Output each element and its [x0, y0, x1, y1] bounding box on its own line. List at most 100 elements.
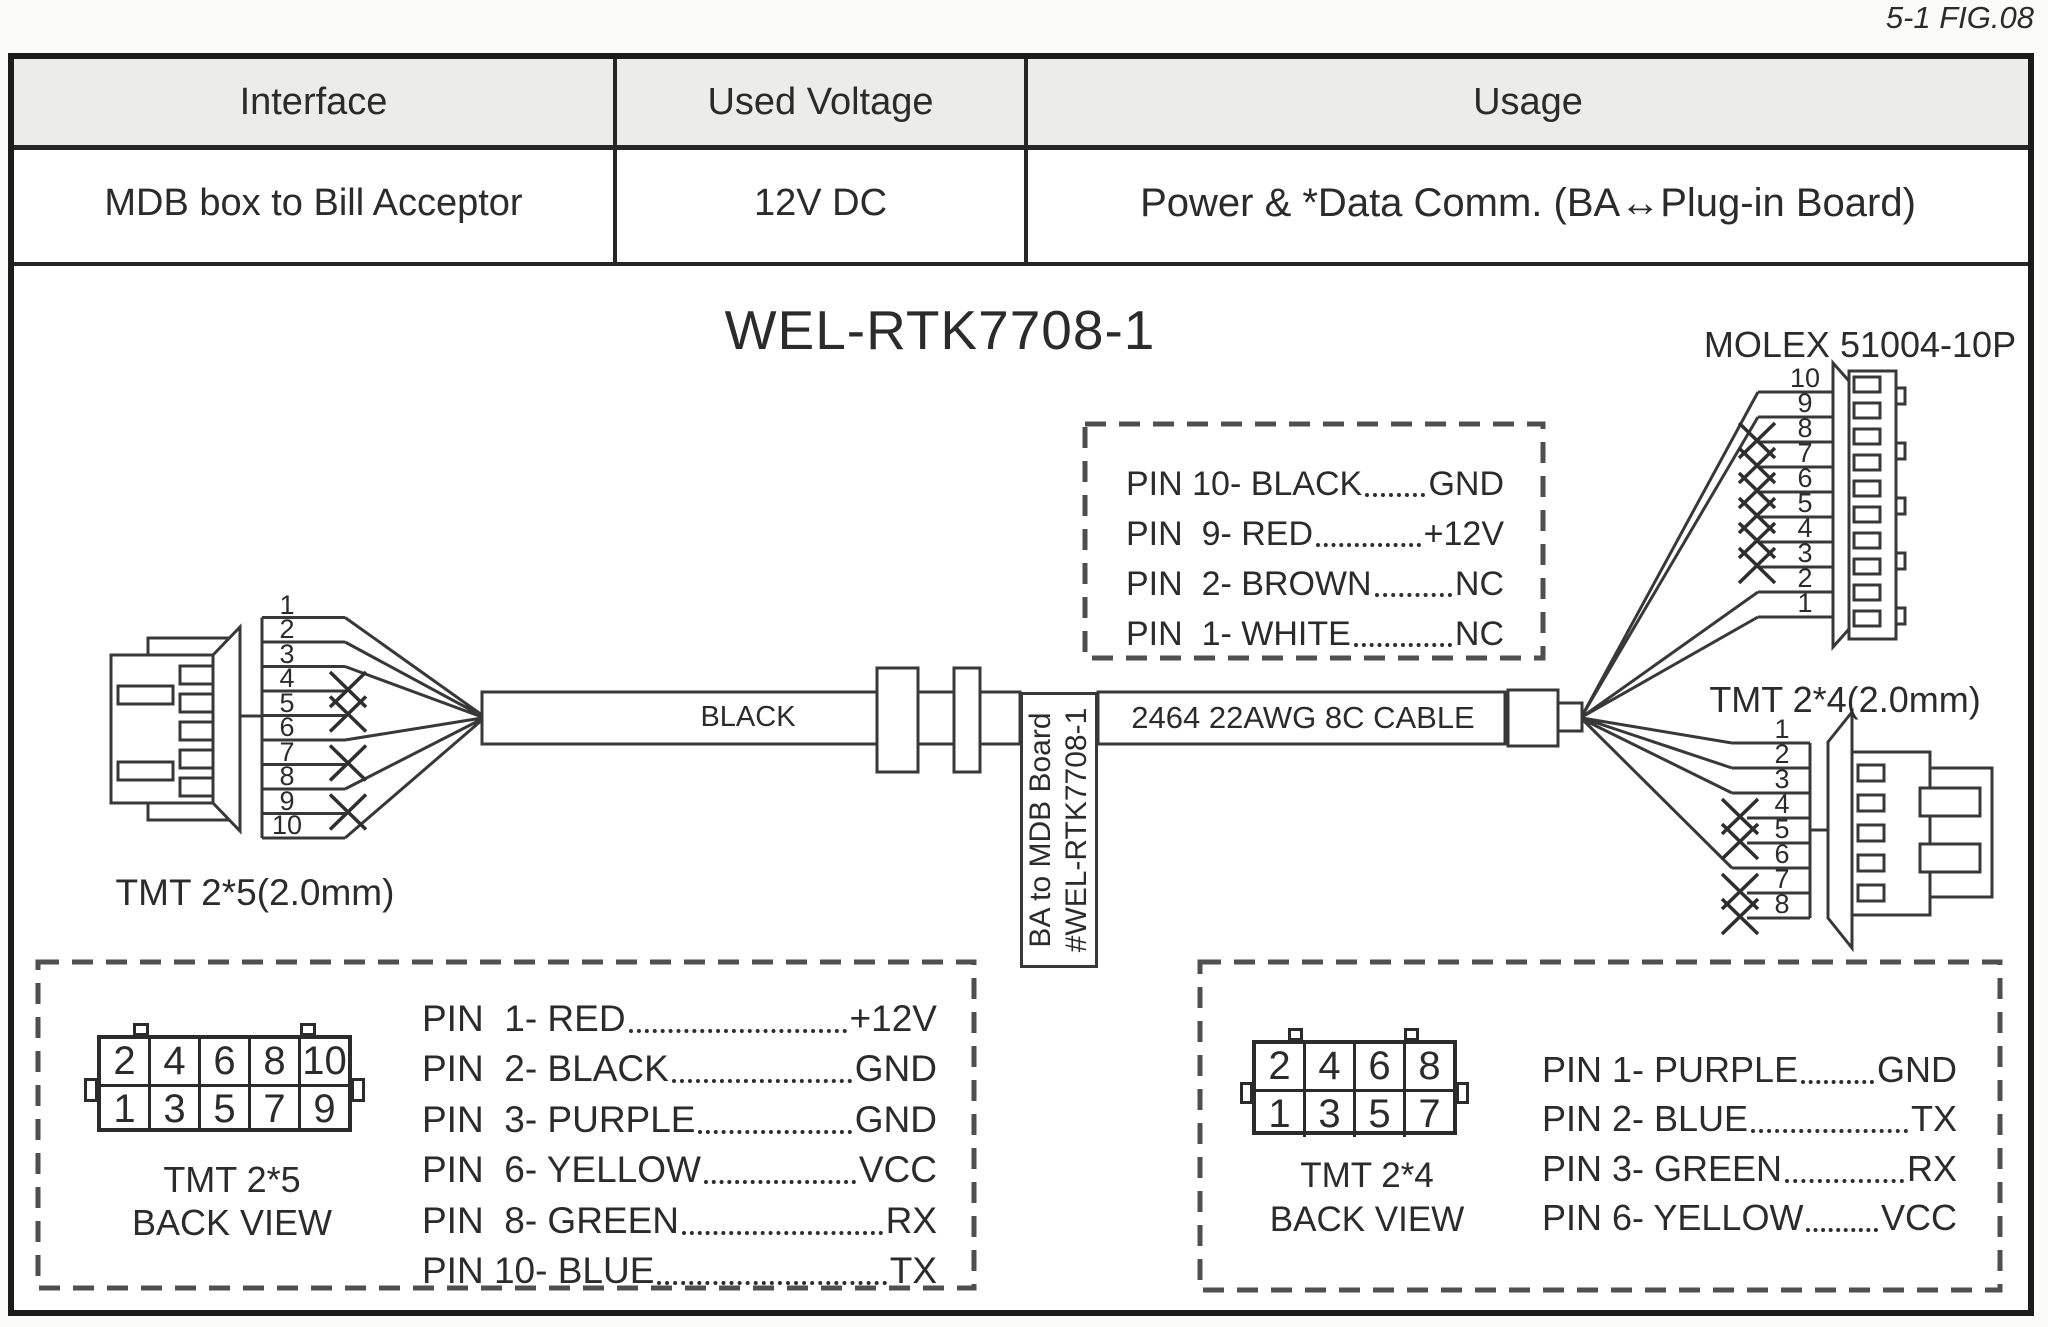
cable-end-stub: [1556, 701, 1584, 733]
tmt2x5-fan-wires: [344, 616, 483, 840]
dot-leader: [1316, 543, 1421, 547]
tmt2x5-pin-number: 4: [279, 663, 295, 693]
cable-end-fitting: [1506, 688, 1560, 748]
dot-leader: [671, 1079, 852, 1083]
tmt2x5-connector-drawing: [109, 623, 242, 835]
molex-connector-drawing: [1831, 359, 1907, 651]
pin-label: PIN 1- WHITE: [1126, 615, 1351, 653]
pin-label: PIN 8- GREEN: [422, 1199, 679, 1241]
grid-cell: 4: [1303, 1044, 1353, 1089]
table-header-interface: Interface: [239, 80, 388, 123]
molex-fan-wires: [1580, 391, 1760, 719]
grid-cell: 8: [1403, 1044, 1453, 1089]
tmt2x4-connector-title: TMT 2*4(2.0mm): [1709, 679, 1981, 720]
dot-leader: [698, 1129, 852, 1134]
tmt2x4-connector-drawing: [1826, 707, 1994, 953]
tmt2x4-back-view-grid: 2 4 6 8 1 3 5 7: [1252, 1040, 1457, 1137]
dot-leader: [1806, 1228, 1878, 1232]
pin-signal: NC: [1454, 615, 1504, 653]
table-header-usage: Usage: [1473, 80, 1583, 123]
tmt2x5-connector-title: TMT 2*5(2.0mm): [115, 872, 395, 913]
pin-label: PIN 3- PURPLE: [422, 1098, 696, 1140]
pin-signal: TX: [1910, 1098, 1957, 1139]
pin-signal: VCC: [858, 1149, 937, 1190]
grid-row-bottom: 1 3 5 7: [1256, 1089, 1453, 1137]
molex-pin-number: 6: [1797, 463, 1813, 493]
table-header-background: [14, 59, 2028, 145]
pinout-row: PIN 2- BROWN NC: [1126, 557, 1504, 607]
table-header-divider: [14, 145, 2028, 150]
grid-cell: 3: [148, 1087, 198, 1132]
dot-leader: [1751, 1129, 1908, 1133]
molex-pin-number: 10: [1789, 363, 1821, 393]
pinout-row: PIN 1- RED+12V: [422, 992, 937, 1043]
pinout-row: PIN 1- WHITE NC: [1126, 607, 1504, 657]
table-cell-voltage: 12V DC: [753, 182, 888, 224]
tmt2x4-pin-number: 3: [1774, 764, 1790, 794]
dot-leader: [657, 1281, 887, 1285]
grid-cell: 9: [298, 1087, 348, 1132]
cable-band-2: [952, 666, 982, 774]
back-view-right-box-border: [1197, 959, 2003, 1293]
connector-key-tab: [1288, 1028, 1303, 1041]
cable-spec-label: 2464 22AWG 8C CABLE: [1131, 700, 1475, 735]
tmt2x5-back-view-grid: 2 4 6 8 10 1 3 5 7 9: [97, 1035, 352, 1132]
table-bottom-divider: [14, 262, 2028, 266]
molex-pin-number: 1: [1797, 588, 1813, 618]
pin-label: PIN 1- PURPLE: [1542, 1048, 1799, 1090]
grid-row-top: 2 4 6 8: [1256, 1044, 1453, 1089]
connector-side-tab: [1456, 1082, 1469, 1104]
pin-label: PIN 10- BLUE: [422, 1250, 655, 1291]
tmt2x5-back-view-label: TMT 2*5 BACK VIEW: [102, 1158, 362, 1244]
back-view-left-box-border: [35, 959, 977, 1291]
tmt2x5-pin-lines: [240, 616, 345, 840]
table-cell-interface: MDB box to Bill Acceptor: [104, 182, 523, 224]
dot-leader: [703, 1180, 856, 1184]
tmt2x5-pin-number: 9: [279, 785, 295, 816]
pin-label: PIN 1- RED: [422, 997, 626, 1039]
pinout-row: PIN 6- YELLOW VCC: [1542, 1193, 1957, 1243]
grid-cell: 1: [113, 1087, 136, 1131]
grid-cell: 7: [1403, 1092, 1453, 1137]
connector-side-tab: [351, 1078, 365, 1102]
dot-leader: [1353, 643, 1452, 647]
grid-cell: 3: [1303, 1092, 1353, 1137]
tmt2x5-pin-number: 7: [279, 736, 295, 767]
tmt2x4-pin-number: 8: [1774, 889, 1790, 919]
pinout-row: PIN 10- BLUE TX: [422, 1245, 937, 1296]
tmt2x4-pin-numbers: 1 2 3 4 5 6 7 8: [1752, 714, 1812, 919]
pin-signal: VCC: [1880, 1197, 1957, 1238]
grid-cell: 7: [248, 1087, 298, 1132]
molex-connector-title: MOLEX 51004-10P: [1703, 324, 2017, 365]
figure-reference: 5-1 FIG.08: [1885, 0, 2034, 35]
connector-key-tab: [300, 1023, 316, 1036]
grid-row-top: 2 4 6 8 10: [101, 1039, 348, 1084]
tmt2x5-pin-number: 6: [279, 712, 295, 742]
grid-cell: 6: [198, 1039, 248, 1084]
pin-signal: +12V: [1423, 515, 1504, 553]
dot-leader: [1374, 593, 1452, 597]
grid-cell: 1: [1268, 1092, 1291, 1136]
tmt2x4-pin-number: 1: [1774, 714, 1790, 744]
dot-leader: [628, 1028, 847, 1033]
pin-signal: TX: [889, 1250, 937, 1291]
connector-key-tab: [133, 1023, 149, 1036]
pinout-row: PIN 9- RED+12V: [1126, 507, 1504, 557]
pin-signal: NC: [1454, 565, 1504, 603]
tmt2x5-pin-number: 1: [279, 589, 295, 620]
tmt2x5-pin-number: 10: [271, 810, 303, 840]
dot-leader: [682, 1230, 883, 1235]
back-view-caption: BACK VIEW: [131, 1202, 333, 1243]
pin-label: PIN 2- BROWN: [1126, 565, 1372, 603]
pin-label: PIN 6- YELLOW: [1542, 1197, 1804, 1238]
molex-pin-number: 3: [1797, 538, 1813, 568]
pin-label: PIN 10- BLACK: [1126, 465, 1363, 503]
molex-pin-number: 5: [1797, 488, 1813, 518]
cable-main: [1096, 690, 1507, 746]
